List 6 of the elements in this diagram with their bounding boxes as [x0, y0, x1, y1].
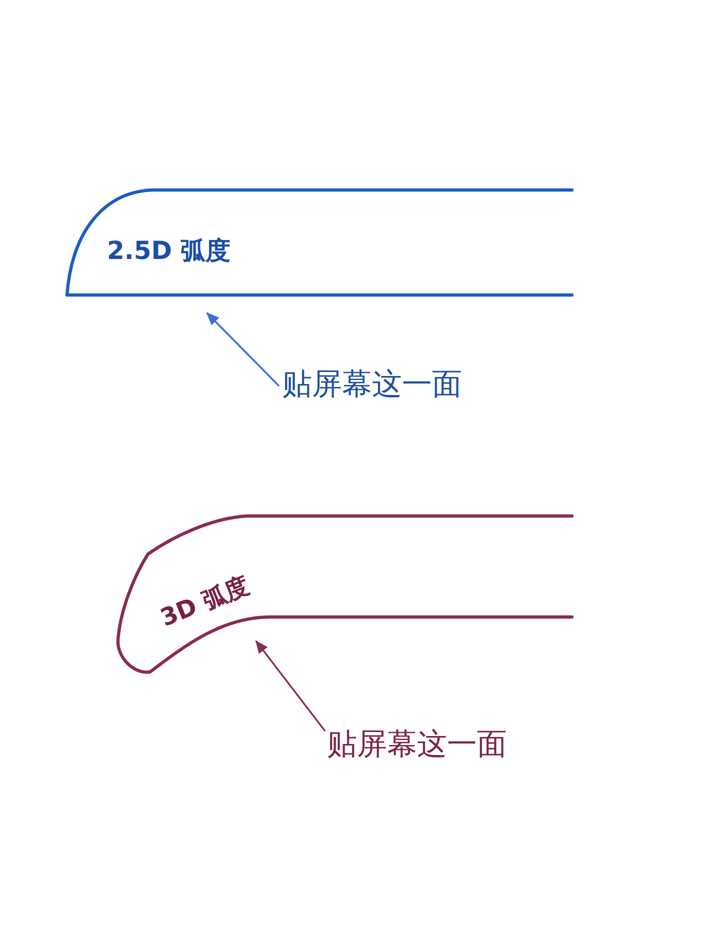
profile-label: 2.5D 弧度 [107, 236, 231, 266]
leader-arrow [206, 312, 280, 387]
leader-arrow [255, 640, 326, 732]
annotation-label: 贴屏幕这一面 [327, 727, 507, 763]
profile-label: 3D 弧度 [156, 571, 254, 633]
annotation-label: 贴屏幕这一面 [282, 367, 462, 403]
